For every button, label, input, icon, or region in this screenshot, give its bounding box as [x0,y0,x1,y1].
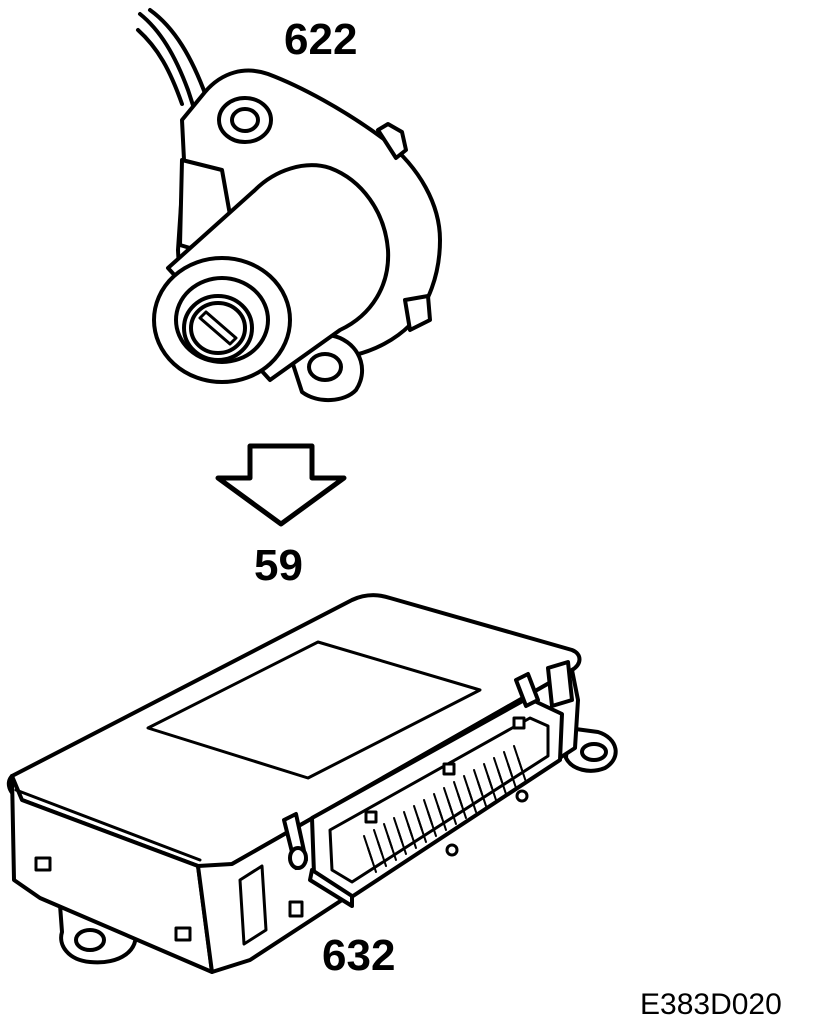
connector-latch [514,672,540,708]
front-slot [288,900,304,918]
arrow-label-59: 59 [254,541,303,590]
connector-lip [308,868,354,908]
key-slot [198,310,238,346]
mounting-ear-hole [74,928,106,952]
down-arrow-icon [215,443,347,527]
connector-pin [447,799,457,825]
side-recess [238,864,268,946]
bracket-tab [403,294,432,332]
part-label-622: 622 [284,15,358,64]
connector-pin [427,811,437,837]
mounting-ear-hole [580,742,608,762]
bottom-stud [445,843,459,857]
connector-pin [367,847,377,873]
ignition-lock-cylinder-icon [136,8,442,402]
module-label-area [146,640,482,780]
connector-pins [363,745,527,873]
control-module-icon [6,593,618,974]
connector-latch [546,660,574,708]
wire-harness [148,8,208,98]
module-edge [14,788,202,862]
bracket-screw-hole [307,352,343,382]
connector-pin [507,763,517,789]
connector-pin [457,793,467,819]
connector-key [512,716,526,730]
connector-pin [487,775,497,801]
wire-harness [136,28,184,106]
bottom-stud [515,789,529,803]
figure-code: E383D020 [640,988,782,1021]
part-label-632: 632 [322,931,396,980]
connector-pin [467,787,477,813]
front-slot [174,926,192,942]
connector-pin [387,835,397,861]
connector-pin [397,829,407,855]
connector-key [442,762,456,776]
front-slot [34,856,52,872]
bracket-tab [376,122,408,160]
connector-pin [437,805,447,831]
connector-pin [407,823,417,849]
connector-pin [377,841,387,867]
connector-latch-knob [288,846,308,870]
connector-pin [497,769,507,795]
connector-key [364,810,378,824]
arrow-shape [215,443,347,527]
connector-pin [477,781,487,807]
connector-pin [417,817,427,843]
connector-pin [517,757,527,783]
bracket-screw-hole [230,107,260,133]
